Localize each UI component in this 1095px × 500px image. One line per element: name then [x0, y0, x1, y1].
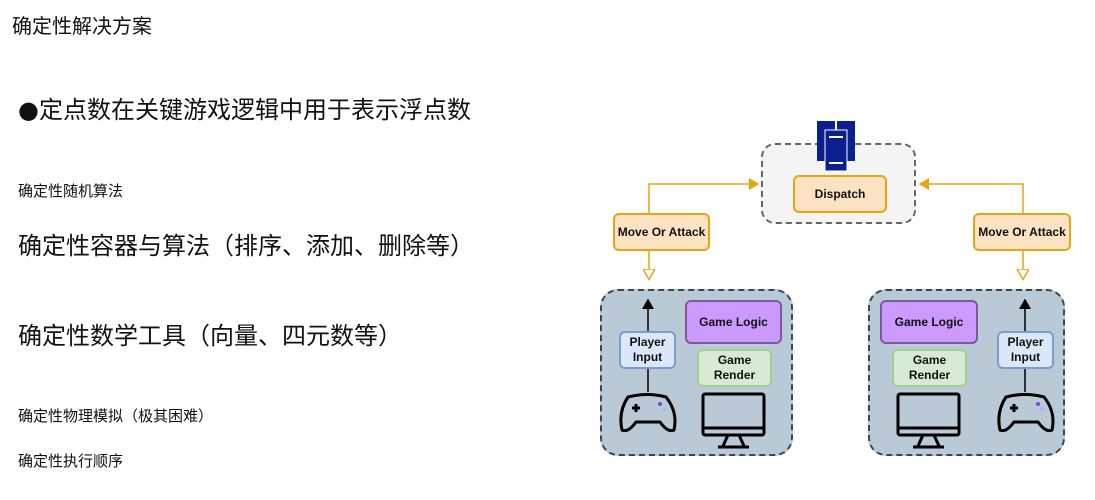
item-physics: 确定性物理模拟（极其困难）: [18, 407, 214, 425]
move-or-attack-right: Move Or Attack: [973, 213, 1071, 251]
item-random: 确定性随机算法: [18, 182, 124, 200]
player-input-right: Player Input: [997, 331, 1054, 369]
game-logic-right: Game Logic: [880, 300, 978, 344]
monitor-icon-right: [896, 392, 961, 449]
game-logic-left: Game Logic: [685, 300, 782, 344]
server-icon: [817, 121, 855, 172]
arrow-right-to-dispatch: [918, 178, 1024, 213]
item-order: 确定性执行顺序: [18, 452, 124, 470]
bullet-fixed-point: ●定点数在关键游戏逻辑中用于表示浮点数: [18, 96, 471, 124]
gamepad-icon-left: [619, 393, 677, 433]
slide-title: 确定性解决方案: [12, 14, 152, 38]
game-render-right: Game Render: [892, 349, 967, 387]
move-or-attack-left: Move Or Attack: [613, 213, 710, 251]
item-containers: 确定性容器与算法（排序、添加、删除等）: [18, 232, 474, 260]
arrow-left-to-dispatch: [648, 178, 760, 213]
item-math: 确定性数学工具（向量、四元数等）: [18, 322, 402, 350]
player-input-left: Player Input: [619, 331, 676, 369]
game-render-left: Game Render: [697, 349, 772, 387]
monitor-icon-left: [701, 392, 766, 449]
gamepad-icon-right: [997, 393, 1055, 433]
dispatch-box: Dispatch: [793, 175, 887, 213]
